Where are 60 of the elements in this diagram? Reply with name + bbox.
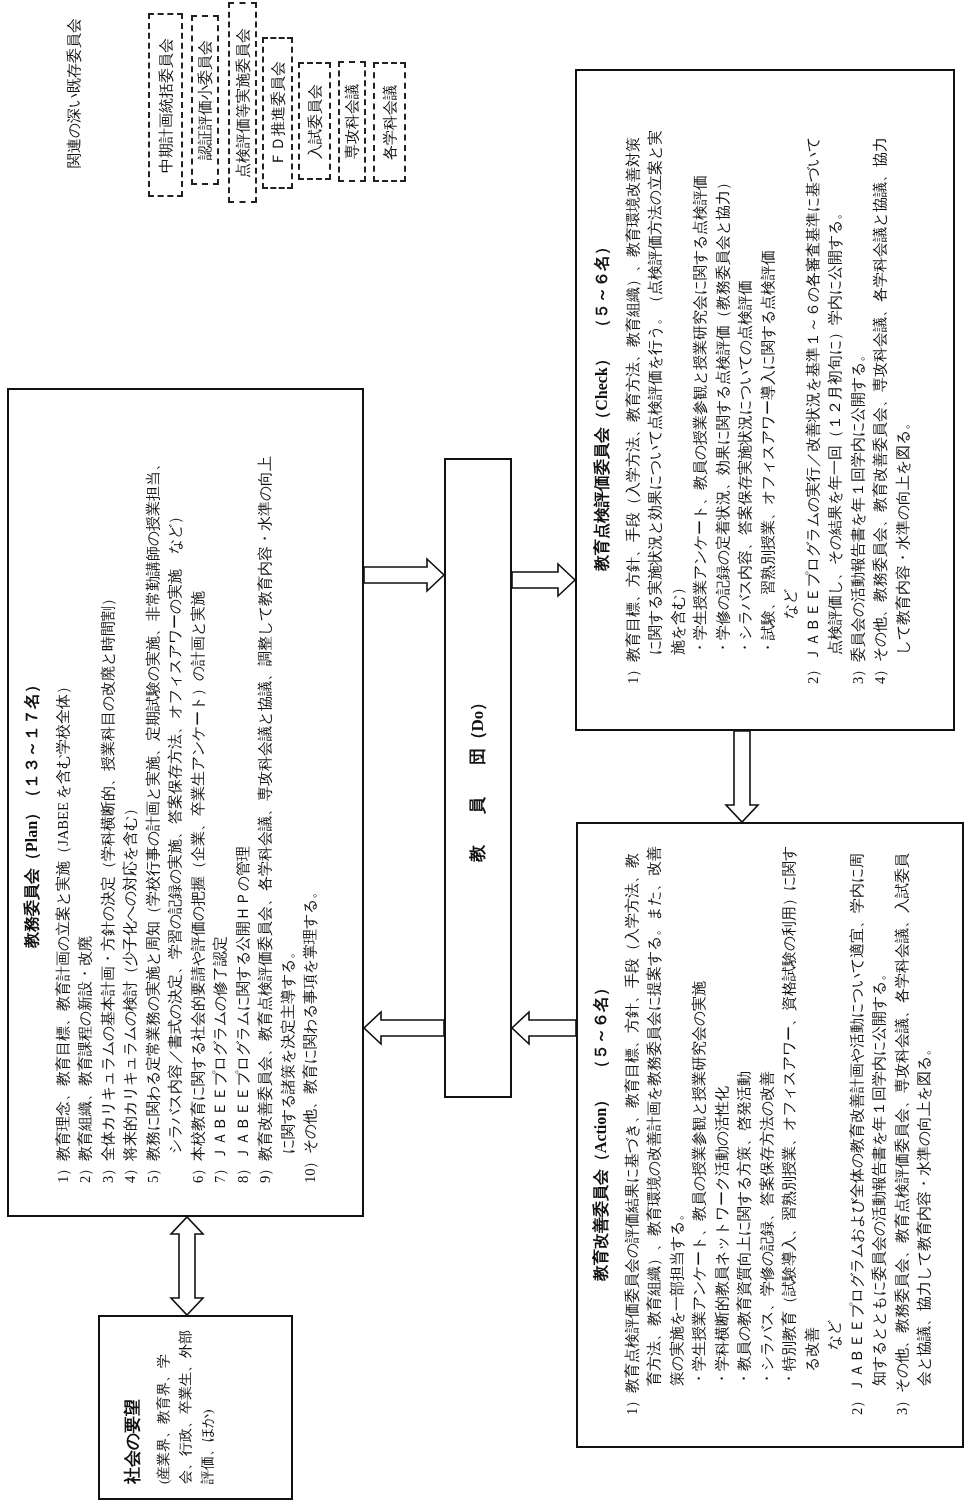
list-item: 9）教育改善委員会、教育点検評価委員会、各学科会議、専攻科会議と協議、調整して教育内容・水準の向上に関する諸策を決定主導する。: [256, 454, 297, 1183]
bullet-item: ・シラバス内容、答案保存実施状況についての点検評価: [736, 279, 754, 657]
bullet-item: ・学修の記録の定着状況、効果に関する点検評価（教務委員会と協力）: [713, 174, 732, 657]
list-item: 3）全体カリキュラムの基本計画・方針の決定（学科横断的、授業科目の改廃と時間割）: [98, 589, 117, 1183]
dashed-box: [262, 37, 293, 189]
committee-name: 入試委員会: [305, 83, 324, 159]
block-arrow: [724, 730, 760, 824]
committee-name: 認証評価小委員会: [196, 40, 214, 160]
list-note: など: [825, 1318, 843, 1352]
list-item: 3）委員会の活動報告書を年１回学内に公開する。: [848, 345, 867, 684]
box-heading: 教育改善委員会（Action） （５～６名）: [591, 978, 610, 1284]
committee-name: 中期計画統括委員会: [156, 37, 175, 173]
committee-box: [576, 822, 964, 1448]
list-item: 1）教育点検評価委員会の評価結果に基づき、教育目標、方針、手段（入学方法、教育方法、教育組織）、教育環境の改善計画を教務委員会に提案する。また、改善策の実施を一部担当する。: [622, 846, 686, 1415]
committee-name: 各学科会議: [380, 84, 399, 160]
bullet-item: ・学科横断的教員ネットワーク活動の活性化: [712, 1085, 731, 1388]
group-heading: 関連の深い既存委員会: [65, 18, 83, 168]
double-block-arrow: [169, 1215, 205, 1317]
dashed-box: [298, 62, 331, 180]
dashed-box: [228, 2, 257, 203]
list-item: 4）その他、教務委員会、教育改善委員会、専攻科会議、各学科会議と協議、協力して教育内容・水準の向上を図る。: [871, 135, 912, 684]
list-item: 5）教務に関わる定常業務の実施と周知（学校行事の計画と実施、定期試験の実施、非常勤講師の授業担当、シラバス内容／書式の決定、学習の記録の実施、答案保存方法、オフィスアワーの実施 など）: [143, 454, 184, 1183]
committee-name: ＦＤ推進委員会: [268, 60, 287, 166]
committee-box: [575, 69, 955, 731]
dashed-box: [191, 15, 219, 185]
box-heading: 社会の要望: [122, 1398, 143, 1484]
list-item: 1）教育目標、方針、手段（入学方法、教育方法、教育組織）、教育環境改善対策に関する実施状況と効果について点検評価を行う。（点検評価方法の立案と実施を含む）: [623, 129, 687, 684]
list-item: 1）教育理念、教育目標、教育計画の立案と実施（JABEE を含む学校全体）: [53, 677, 72, 1183]
committee-box: [7, 388, 364, 1217]
bullet-item: ・シラバス、学修の記録、答案保存方法の改善: [757, 1070, 776, 1388]
list-item: 8）ＪＡＢＥＥプログラムに関する公開ＨＰの管理: [233, 844, 252, 1183]
block-arrow: [362, 1010, 445, 1046]
stakeholder-box: [98, 1315, 293, 1500]
list-item: 6）本校教育に関する社会的要請や評価の把握（企業、卒業生アンケート）の計画と実施: [188, 589, 207, 1183]
box-heading: 教務委員会（Plan）（１３～１７名）: [22, 675, 41, 951]
list-item: 7）ＪＡＢＥＥプログラムの修了認定: [211, 934, 229, 1183]
list-item: 10）その他、教育に関わる事項を掌理する。: [301, 882, 319, 1183]
list-item: 4）将来的カリキュラムの検討（少子化への対応を含む）: [121, 799, 139, 1183]
list-item: 2）ＪＡＢＥＥプログラムの実行／改善状況を基準１～６の各審査基準に基づいて点検評価し、その結果を年一回（１２月初旬に）学内に公開する。: [803, 135, 844, 684]
committee-name: 点検評価等実施委員会: [233, 27, 252, 178]
list-item: 2）教育組織、教育課程の新設・改廃: [76, 934, 94, 1183]
box-heading: 教育点検評価委員会（Check） （５～６名）: [592, 238, 611, 573]
bullet-item: ・試験、習熟別授業、オフィスアワー導入に関する点検評価: [758, 249, 777, 657]
list-note: など: [781, 587, 799, 621]
bullet-item: ・特別教育（試験導入、習熟別授業、オフィスアワー、資格試験の利用）に関する改善: [780, 846, 821, 1388]
bullet-item: ・学生授業アンケート、教員の授業参観と授業研究会の実施: [690, 980, 708, 1388]
list-item: 2）ＪＡＢＥＥプログラムおよび全体の教育改善計画や活動について適宜、学内に周知するとともに委員会の活動報告書を年１回学内に公開する。: [847, 851, 888, 1415]
list-item: 3）その他、教務委員会、教育点検評価委員会、専攻科会議、各学科会議、入試委員会と協議、協力して教育内容・水準の向上を図る。: [892, 851, 933, 1415]
dashed-box: [338, 61, 366, 182]
dashed-box: [148, 13, 183, 197]
bullet-item: ・学生授業アンケート、教員の授業参観と授業研究会に関する点検評価: [691, 174, 709, 657]
committee-name: 専攻科会議: [343, 84, 361, 159]
block-arrow: [363, 557, 446, 593]
block-arrow: [511, 562, 577, 598]
box-text: (産業界、教育界、学会、行政、卒業生、外部評価、ほか): [154, 1329, 216, 1484]
block-arrow: [510, 1010, 577, 1046]
faculty-box: [444, 458, 512, 1098]
box-heading: 教 員 団（Do）: [466, 693, 488, 863]
dashed-box: [373, 62, 406, 182]
bullet-item: ・教員の教育資質向上に関する方策、啓発活動: [735, 1070, 753, 1388]
